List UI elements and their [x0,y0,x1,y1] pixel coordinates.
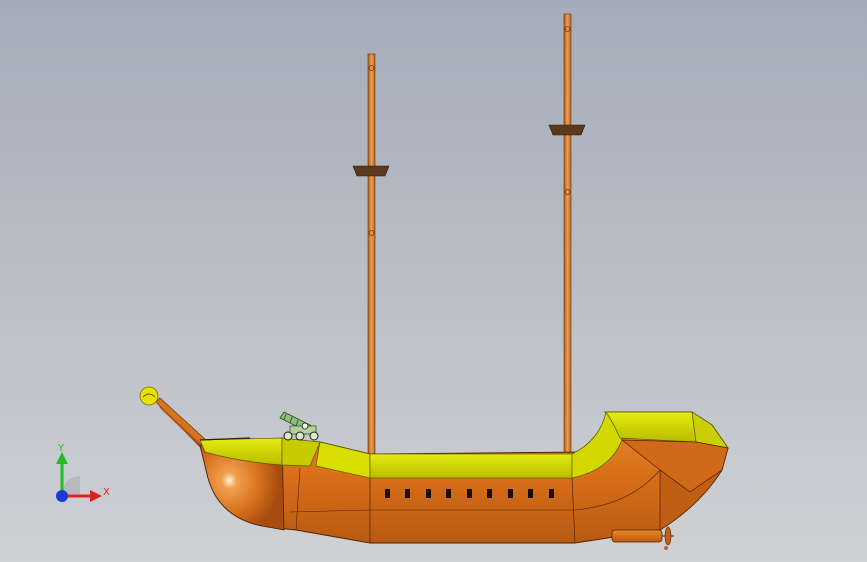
front-mast [352,53,390,455]
portholes [385,489,554,498]
front-crows-nest [352,165,390,177]
rear-mast [548,13,586,455]
y-axis-label: Y [58,443,65,454]
rudder [611,526,674,550]
rear-crows-nest [548,124,586,136]
hull [199,411,729,544]
bowsprit [139,386,207,453]
z-axis-dot [56,490,68,502]
x-axis-label: X [103,487,110,498]
cannon [279,411,319,441]
orientation-triad [56,452,102,502]
figurehead [139,386,159,406]
